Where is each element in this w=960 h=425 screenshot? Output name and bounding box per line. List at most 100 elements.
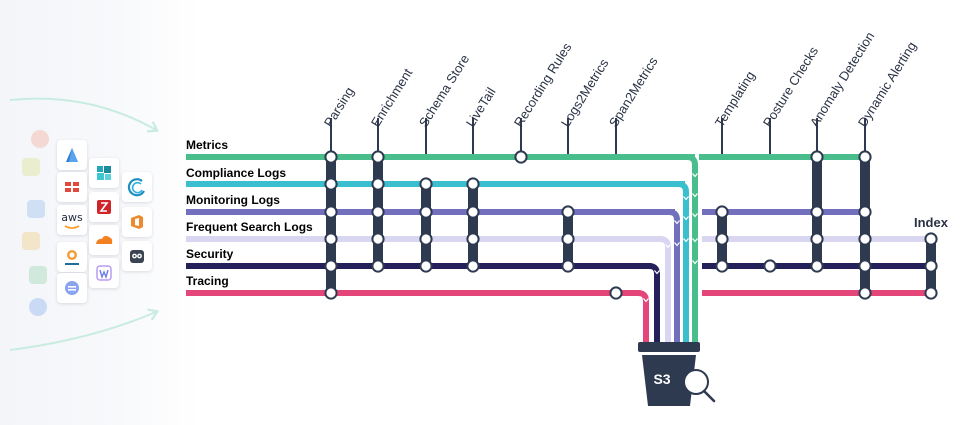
station-33 xyxy=(858,205,872,219)
faded-logo-icon xyxy=(22,232,40,250)
drop-to-s3-4 xyxy=(619,263,660,344)
station-7 xyxy=(371,177,385,191)
flow-chevron-6 xyxy=(683,216,689,221)
drop-to-s3-0 xyxy=(657,154,698,344)
station-24 xyxy=(715,205,729,219)
station-13 xyxy=(419,232,433,246)
faded-logo-icon xyxy=(29,266,47,284)
s3-drops xyxy=(608,154,698,344)
station-29 xyxy=(810,205,824,219)
station-39 xyxy=(924,286,938,300)
station-31 xyxy=(810,259,824,273)
stage-label-enrichment: Enrichment xyxy=(368,66,416,130)
line-label-metrics: Metrics xyxy=(186,138,228,152)
aws-icon: aws xyxy=(57,205,87,235)
index-label: Index xyxy=(914,215,949,230)
flow-chevron-1 xyxy=(692,193,698,198)
flow-chevron-3 xyxy=(692,238,698,243)
stage-label-schema-store: Schema Store xyxy=(416,52,472,130)
zscaler-icon xyxy=(89,192,119,222)
station-25 xyxy=(715,232,729,246)
station-17 xyxy=(466,232,480,246)
line-label-monitoring-logs: Monitoring Logs xyxy=(186,193,280,207)
station-16 xyxy=(466,205,480,219)
drop-to-s3-5 xyxy=(608,290,649,344)
station-5 xyxy=(324,286,338,300)
flow-chevron-11 xyxy=(654,270,660,275)
faded-logo-icon xyxy=(31,130,49,148)
station-36 xyxy=(858,286,872,300)
line-label-compliance-logs: Compliance Logs xyxy=(186,166,286,180)
faded-logo-icon xyxy=(22,158,40,176)
drop-to-s3-2 xyxy=(639,209,680,344)
station-9 xyxy=(371,232,385,246)
source-logos-panel: aws xyxy=(0,0,200,425)
bottom-inflow-arrow xyxy=(9,308,160,351)
station-32 xyxy=(858,150,872,164)
station-35 xyxy=(858,259,872,273)
okta-w-icon xyxy=(89,258,119,288)
stage-label-parsing: Parsing xyxy=(321,84,357,129)
station-27 xyxy=(763,259,777,273)
flow-chevron-9 xyxy=(674,242,680,247)
office-icon xyxy=(122,207,152,237)
stage-label-logs2metrics: Logs2Metrics xyxy=(558,56,612,130)
flow-chevron-12 xyxy=(643,298,649,303)
station-6 xyxy=(371,150,385,164)
magnifier-icon xyxy=(683,369,716,403)
station-21 xyxy=(561,232,575,246)
stage-label-templating: Templating xyxy=(712,68,758,129)
station-34 xyxy=(858,232,872,246)
flow-chevron-2 xyxy=(692,213,698,218)
station-11 xyxy=(419,177,433,191)
station-10 xyxy=(371,259,385,273)
station-26 xyxy=(715,259,729,273)
flow-chevron-8 xyxy=(674,220,680,225)
flow-chevron-0 xyxy=(692,173,698,178)
faded-logo-icon xyxy=(29,298,47,316)
stage-label-livetail: LiveTail xyxy=(463,85,499,130)
azure-icon xyxy=(57,140,87,170)
station-15 xyxy=(466,177,480,191)
flow-chevron-10 xyxy=(665,244,671,249)
flow-chevron-7 xyxy=(683,238,689,243)
fortinet-icon xyxy=(57,172,87,202)
station-23 xyxy=(609,286,623,300)
station-28 xyxy=(810,150,824,164)
line-label-frequent-search-logs: Frequent Search Logs xyxy=(186,220,313,234)
s3-bucket: S3 xyxy=(638,342,700,406)
colored-squares-icon xyxy=(89,158,119,188)
station-22 xyxy=(561,259,575,273)
station-38 xyxy=(924,259,938,273)
top-inflow-arrow xyxy=(9,97,159,133)
station-37 xyxy=(924,232,938,246)
line-label-tracing: Tracing xyxy=(186,274,229,288)
stations xyxy=(324,150,938,300)
station-1 xyxy=(324,177,338,191)
line-label-security: Security xyxy=(186,247,234,261)
drop-to-s3-1 xyxy=(648,181,689,344)
station-8 xyxy=(371,205,385,219)
stage-label-span2metrics: Span2Metrics xyxy=(606,54,661,130)
station-2 xyxy=(324,205,338,219)
station-19 xyxy=(514,150,528,164)
s3-label: S3 xyxy=(653,371,670,387)
station-12 xyxy=(419,205,433,219)
flow-chevron-4 xyxy=(692,260,698,265)
flow-chevron-5 xyxy=(683,196,689,201)
faded-logo-icon xyxy=(27,200,45,218)
owl-icon xyxy=(122,241,152,271)
station-4 xyxy=(324,259,338,273)
station-14 xyxy=(419,259,433,273)
google-cloud-icon xyxy=(57,273,87,303)
station-20 xyxy=(561,205,575,219)
aws-text: aws xyxy=(61,211,83,224)
google-cloud-icon xyxy=(57,242,87,272)
station-30 xyxy=(810,232,824,246)
wave-icon xyxy=(122,172,152,202)
station-18 xyxy=(466,259,480,273)
cloudflare-icon xyxy=(89,225,119,255)
station-3 xyxy=(324,232,338,246)
station-0 xyxy=(324,150,338,164)
